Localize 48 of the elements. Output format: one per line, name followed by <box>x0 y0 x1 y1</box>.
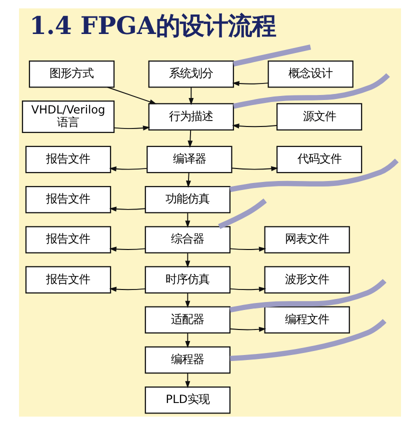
node-box: PLD实现 <box>144 386 231 414</box>
connector <box>232 44 312 66</box>
node-box: 报告文件 <box>25 186 112 214</box>
arrow <box>188 129 193 148</box>
arrow <box>232 124 278 128</box>
arrow <box>107 86 157 104</box>
node-box: 功能仿真 <box>144 186 231 214</box>
arrow <box>230 246 266 252</box>
node-box: 编程文件 <box>264 306 350 334</box>
connector <box>230 158 399 192</box>
node-box: 编程器 <box>144 346 231 374</box>
arrow <box>114 126 150 131</box>
node-box: 报告文件 <box>25 146 112 174</box>
node-box: 适配器 <box>144 306 231 334</box>
arrow <box>109 286 146 292</box>
node-box: 网表文件 <box>264 226 350 254</box>
node-box: 代码文件 <box>276 146 362 174</box>
arrow <box>109 166 148 172</box>
connector <box>230 318 386 362</box>
connector <box>230 278 386 313</box>
node-box: 编译器 <box>146 146 232 174</box>
arrow <box>230 286 266 292</box>
arrow <box>109 206 146 212</box>
arrow <box>185 292 190 308</box>
node-box: 综合器 <box>144 226 231 254</box>
diagram-title: 1.4 FPGA的设计流程 <box>29 10 276 40</box>
node-box: 报告文件 <box>25 226 112 254</box>
connector <box>233 73 390 109</box>
node-box: 报告文件 <box>25 266 112 294</box>
arrow <box>185 372 190 388</box>
node-box: 系统划分 <box>148 60 234 88</box>
arrow <box>188 86 194 106</box>
arrow <box>185 252 190 268</box>
arrow <box>232 81 269 86</box>
node-box: 行为描述 <box>148 103 234 130</box>
node-box: 源文件 <box>276 103 362 130</box>
node-box: 图形方式 <box>28 60 115 88</box>
arrow <box>231 166 278 172</box>
connector <box>218 198 267 229</box>
arrow <box>185 212 190 228</box>
node-box: 波形文件 <box>264 266 350 294</box>
node-box: VHDL/Verilog 语言 <box>22 100 115 134</box>
arrow <box>185 332 190 348</box>
node-box: 概念设计 <box>268 60 354 88</box>
node-box: 时序仿真 <box>144 266 231 294</box>
arrow <box>186 172 191 188</box>
arrow <box>230 326 266 332</box>
arrow <box>109 246 146 252</box>
